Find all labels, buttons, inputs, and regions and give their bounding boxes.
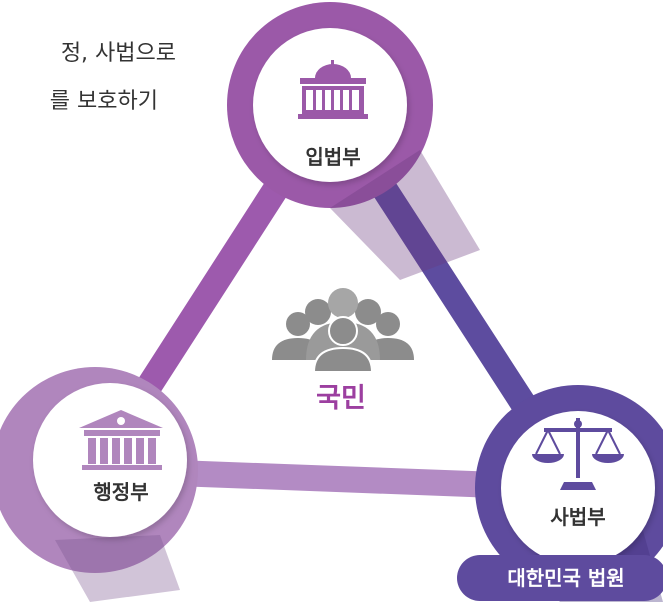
judicial-label: 사법부 [550,505,605,529]
national-assembly-icon [298,60,368,119]
executive-node: 행정부 [0,367,198,602]
legislative-node: 입법부 [227,2,480,280]
citizens-label: 국민 [316,383,366,414]
people-group-icon [272,288,414,373]
legislative-label: 입법부 [305,145,360,169]
intro-line-1: 정, 사법으로 [60,41,176,66]
supreme-court-badge: 대한민국 법원 [457,555,663,601]
badge-label: 대한민국 법원 [507,566,624,590]
scales-of-justice-icon [532,418,624,490]
intro-line-2: 를 보호하기 [49,89,158,114]
executive-label: 행정부 [93,480,148,504]
intro-text: 정, 사법으로 를 보호하기 [0,30,200,126]
